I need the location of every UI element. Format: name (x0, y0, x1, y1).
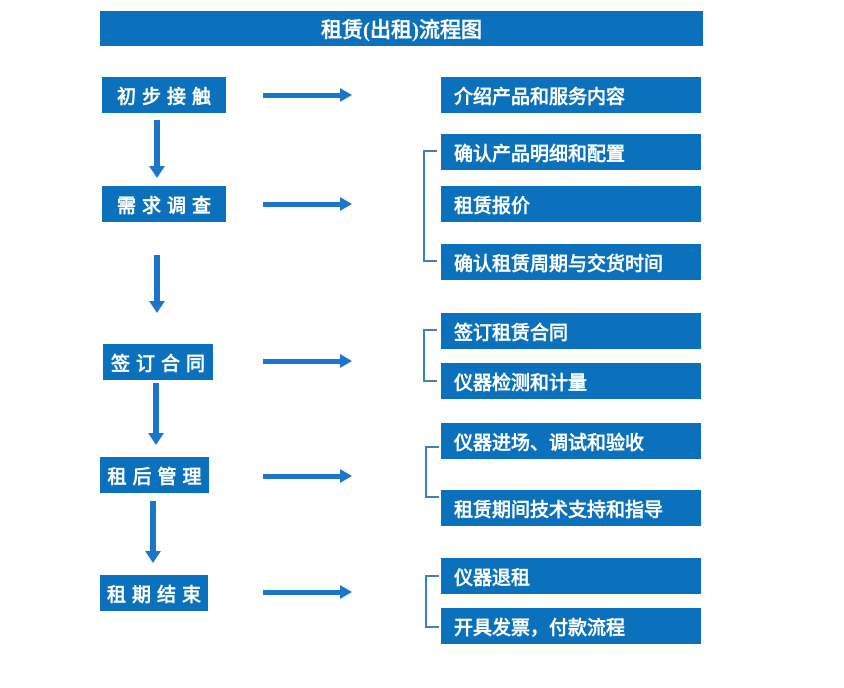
detail-box-rental-quote: 租赁报价 (441, 186, 701, 222)
arrow-step4-details-icon (263, 469, 352, 483)
detail-box-tech-support: 租赁期间技术支持和指导 (441, 490, 701, 526)
flowchart-title: 租赁(出租)流程图 (100, 11, 703, 46)
bracket-step3-details-icon (423, 329, 437, 382)
step-box-sign-contract: 签订合同 (103, 344, 213, 380)
arrow-step3-details-icon (263, 354, 352, 368)
step-box-initial-contact: 初步接触 (102, 77, 226, 113)
detail-box-confirm-period: 确认租赁周期与交货时间 (441, 244, 701, 280)
arrow-step3-to-step4-icon (148, 383, 164, 445)
detail-box-invoice-payment: 开具发票，付款流程 (441, 608, 701, 644)
arrow-step4-to-step5-icon (145, 501, 161, 563)
bracket-step4-details-icon (425, 446, 439, 498)
detail-box-sign-rental-contract: 签订租赁合同 (441, 313, 701, 349)
step-box-post-rental: 租后管理 (100, 457, 209, 493)
arrow-step1-to-step2-icon (149, 120, 165, 178)
detail-box-confirm-spec: 确认产品明细和配置 (441, 134, 701, 170)
arrow-step2-to-step3-icon (149, 255, 165, 313)
step-box-rental-end: 租期结束 (100, 575, 208, 611)
bracket-step2-details-icon (423, 150, 437, 262)
arrow-step1-details-icon (263, 88, 352, 102)
arrow-step2-details-icon (263, 197, 352, 211)
detail-box-introduce-products: 介绍产品和服务内容 (441, 77, 701, 113)
arrow-step5-details-icon (263, 585, 352, 599)
bracket-step5-details-icon (425, 575, 439, 628)
detail-box-instrument-testing: 仪器检测和计量 (441, 363, 701, 399)
step-box-demand-survey: 需求调查 (102, 186, 226, 222)
detail-box-instrument-return: 仪器退租 (441, 558, 701, 594)
detail-box-instrument-setup: 仪器进场、调试和验收 (441, 423, 701, 459)
